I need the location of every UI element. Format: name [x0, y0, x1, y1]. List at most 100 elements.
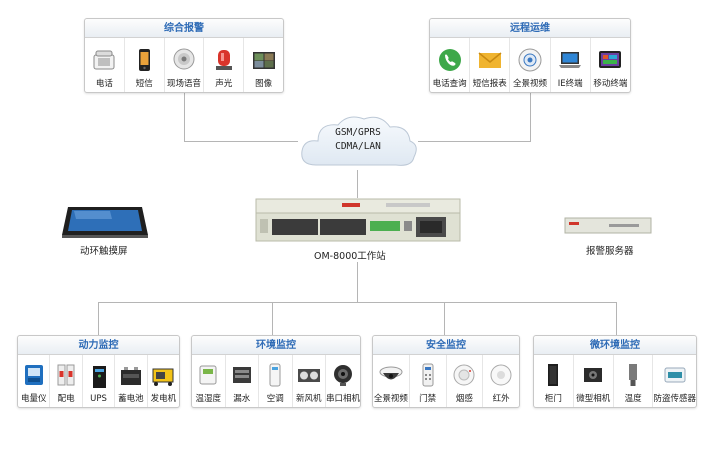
power-meter-icon: [21, 362, 47, 388]
cloud-line-2: CDMA/LAN: [335, 141, 381, 152]
item-label: 图像: [255, 79, 273, 89]
item-label: 电量仪: [20, 394, 47, 404]
laptop-icon: [557, 47, 583, 73]
alarm-light-icon: [211, 47, 237, 73]
thermo-hygrometer-icon: [195, 362, 221, 388]
item-air-conditioner[interactable]: 空调: [259, 355, 293, 407]
dome-camera-icon: [378, 362, 404, 388]
panel-title: 远程运维: [430, 19, 630, 38]
panel-micro-environment-monitor: 微环境监控 柜门 微型相机 温度 防盗传感器: [533, 335, 697, 408]
mobile-phone-icon: [131, 47, 157, 73]
item-distribution[interactable]: 配电: [50, 355, 83, 407]
connector-line: [98, 302, 99, 335]
item-label: 微型相机: [576, 394, 611, 404]
infrared-sensor-icon: [488, 362, 514, 388]
item-label: 短信报表: [472, 79, 507, 89]
air-conditioner-icon: [262, 362, 288, 388]
camera-video-icon: [251, 47, 277, 73]
item-label: 短信: [135, 79, 153, 89]
connector-line: [357, 170, 358, 198]
panel-environment-monitor: 环境监控 温湿度 漏水 空调 新风机: [191, 335, 361, 408]
workstation-device-icon: [255, 198, 461, 242]
phone-call-icon: [437, 47, 463, 73]
item-sound-light[interactable]: 声光: [204, 38, 245, 92]
item-label: 电话查询: [432, 79, 467, 89]
panel-title: 动力监控: [18, 336, 179, 355]
access-control-icon: [415, 362, 441, 388]
item-label: 串口相机: [326, 394, 361, 404]
panel-title: 综合报警: [85, 19, 283, 38]
ups-icon: [86, 364, 112, 390]
envelope-icon: [477, 47, 503, 73]
tablet-icon: [597, 47, 623, 73]
item-panoramic-video[interactable]: 全景视频: [373, 355, 410, 407]
item-label: 漏水: [233, 394, 251, 404]
item-sms[interactable]: 短信: [125, 38, 165, 92]
cloud-line-1: GSM/GPRS: [335, 127, 381, 138]
item-mobile-terminal[interactable]: 移动终端: [591, 38, 630, 92]
alarm-server-icon: [564, 217, 652, 234]
item-label: 烟感: [455, 394, 473, 404]
item-label: 全景视频: [373, 394, 408, 404]
item-phone-query[interactable]: 电话查询: [430, 38, 471, 92]
item-label: 防盗传感器: [653, 394, 696, 404]
battery-icon: [118, 362, 144, 388]
item-label: 蓄电池: [118, 394, 144, 404]
item-power-meter[interactable]: 电量仪: [18, 355, 51, 407]
item-battery[interactable]: 蓄电池: [115, 355, 148, 407]
item-label: 温湿度: [195, 394, 221, 404]
connector-line: [184, 141, 298, 142]
panel-title: 微环境监控: [534, 336, 696, 355]
item-label: 电话: [95, 79, 113, 89]
panoramic-camera-icon: [517, 47, 543, 73]
item-temperature[interactable]: 温度: [614, 355, 654, 407]
item-label: 柜门: [544, 394, 562, 404]
item-mini-camera[interactable]: 微型相机: [574, 355, 614, 407]
item-label: 温度: [624, 394, 642, 404]
item-telephone[interactable]: 电话: [85, 38, 125, 92]
panel-security-monitor: 安全监控 全景视频 门禁 烟感 红外: [372, 335, 520, 408]
item-cabinet-door[interactable]: 柜门: [534, 355, 574, 407]
item-panoramic-video[interactable]: 全景视频: [510, 38, 551, 92]
item-water-leak[interactable]: 漏水: [226, 355, 259, 407]
touch-screen-icon: [62, 207, 148, 238]
connector-line: [184, 93, 185, 141]
item-generator[interactable]: 发电机: [148, 355, 179, 407]
cabinet-door-icon: [540, 362, 566, 388]
connector-line: [98, 302, 617, 303]
smoke-detector-icon: [451, 362, 477, 388]
anti-theft-sensor-icon: [662, 362, 688, 388]
item-label: 声光: [215, 79, 233, 89]
item-onsite-voice[interactable]: 现场语音: [165, 38, 205, 92]
item-label: 新风机: [295, 394, 322, 404]
water-leak-icon: [229, 362, 255, 388]
serial-camera-icon: [330, 362, 356, 388]
network-cloud-icon: [301, 116, 417, 166]
item-label: IE终端: [557, 79, 583, 89]
touch-screen-label: 动环触摸屏: [80, 246, 128, 257]
panel-title: 环境监控: [192, 336, 360, 355]
item-ups[interactable]: UPS: [83, 355, 116, 407]
panel-remote-ops: 远程运维 电话查询 短信报表 全景视频 IE终端: [429, 18, 631, 93]
item-image[interactable]: 图像: [244, 38, 283, 92]
item-label: 红外: [492, 394, 510, 404]
item-label: 配电: [57, 394, 75, 404]
item-label: 现场语音: [166, 79, 201, 89]
item-infrared[interactable]: 红外: [483, 355, 519, 407]
item-ie-terminal[interactable]: IE终端: [551, 38, 591, 92]
item-smoke-detector[interactable]: 烟感: [447, 355, 484, 407]
panel-integrated-alarm: 综合报警 电话 短信 现场语音 声光: [84, 18, 284, 93]
item-anti-theft[interactable]: 防盗传感器: [653, 355, 696, 407]
circuit-breaker-icon: [53, 362, 79, 388]
item-access-control[interactable]: 门禁: [410, 355, 447, 407]
item-fresh-air[interactable]: 新风机: [293, 355, 326, 407]
connector-line: [616, 302, 617, 335]
item-temp-humidity[interactable]: 温湿度: [192, 355, 226, 407]
network-cloud-text: GSM/GPRS CDMA/LAN: [296, 126, 420, 154]
item-sms-report[interactable]: 短信报表: [470, 38, 511, 92]
item-label: UPS: [90, 394, 107, 404]
temperature-sensor-icon: [620, 362, 646, 388]
item-serial-camera[interactable]: 串口相机: [326, 355, 360, 407]
connector-line: [357, 262, 358, 302]
connector-line: [418, 141, 531, 142]
